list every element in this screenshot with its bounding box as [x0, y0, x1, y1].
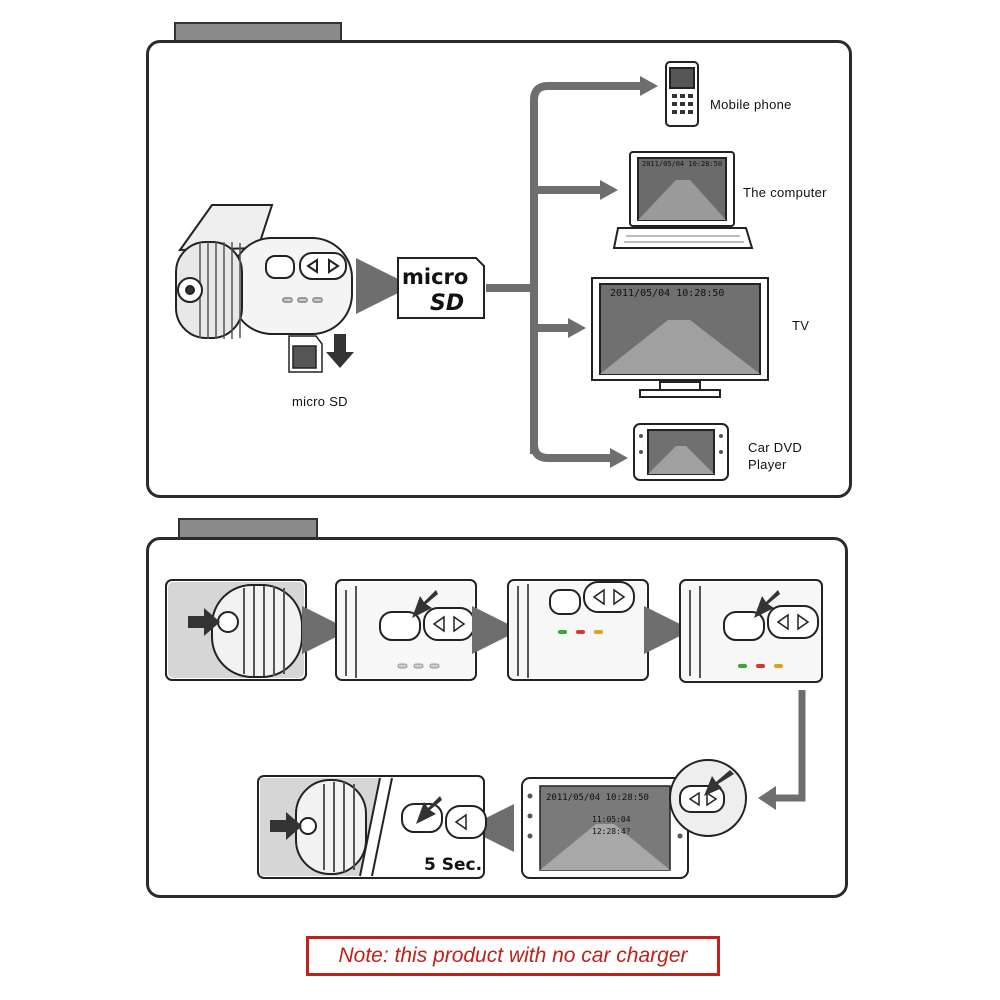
step-5-frame: [521, 759, 747, 879]
micro-sd-label: micro SD: [292, 394, 348, 409]
laptop-icon: [612, 151, 754, 249]
step-4-frame: [679, 579, 823, 683]
computer-label: The computer: [743, 185, 827, 200]
status-led: [594, 630, 603, 634]
tv-label: TV: [792, 318, 810, 333]
dvd-overlay-line-1: 11:05:04: [592, 815, 631, 824]
svg-text:SD: SD: [430, 291, 464, 316]
arrow-step-4-5-head: [758, 786, 776, 810]
dashcam-illustration: [175, 204, 353, 339]
eject-arrow-icon: [326, 334, 354, 368]
step-3-frame: [507, 579, 649, 681]
status-led: [738, 664, 747, 668]
status-led: [558, 630, 567, 634]
branch-arrowheads: [568, 76, 658, 468]
tv-icon: [591, 277, 769, 398]
step-6-frame: [257, 775, 487, 879]
dvd-screen-timestamp: 2011/05/04 10:28:50: [546, 793, 649, 803]
step-1-frame: [165, 579, 307, 681]
note-box: Note: this product with no car charger: [306, 936, 720, 976]
step-2-frame: [335, 579, 477, 681]
status-led: [756, 664, 765, 668]
status-led: [576, 630, 585, 634]
car-dvd-label-line1: Car DVD: [748, 440, 803, 455]
micro-sd-logo-icon: micro SD: [397, 257, 485, 319]
arrow-step-4-5: [774, 690, 806, 802]
tv-screen-timestamp: 2011/05/04 10:28:50: [610, 288, 724, 299]
mobile-phone-label: Mobile phone: [710, 97, 792, 112]
micro-sd-card-icon: [288, 335, 323, 373]
status-led: [774, 664, 783, 668]
branch-arrows: [486, 82, 640, 462]
note-text: Note: this product with no car charger: [338, 944, 688, 967]
mobile-phone-icon: [665, 61, 699, 127]
dvd-overlay-line-2: 12:28:4?: [592, 827, 631, 836]
timer-label: 5 Sec.: [424, 855, 482, 875]
car-dvd-label-line2: Player: [748, 457, 787, 472]
car-dvd-icon: [633, 423, 729, 481]
laptop-screen-timestamp: 2011/05/04 10:28:50: [642, 160, 722, 168]
svg-text:micro: micro: [402, 265, 468, 289]
